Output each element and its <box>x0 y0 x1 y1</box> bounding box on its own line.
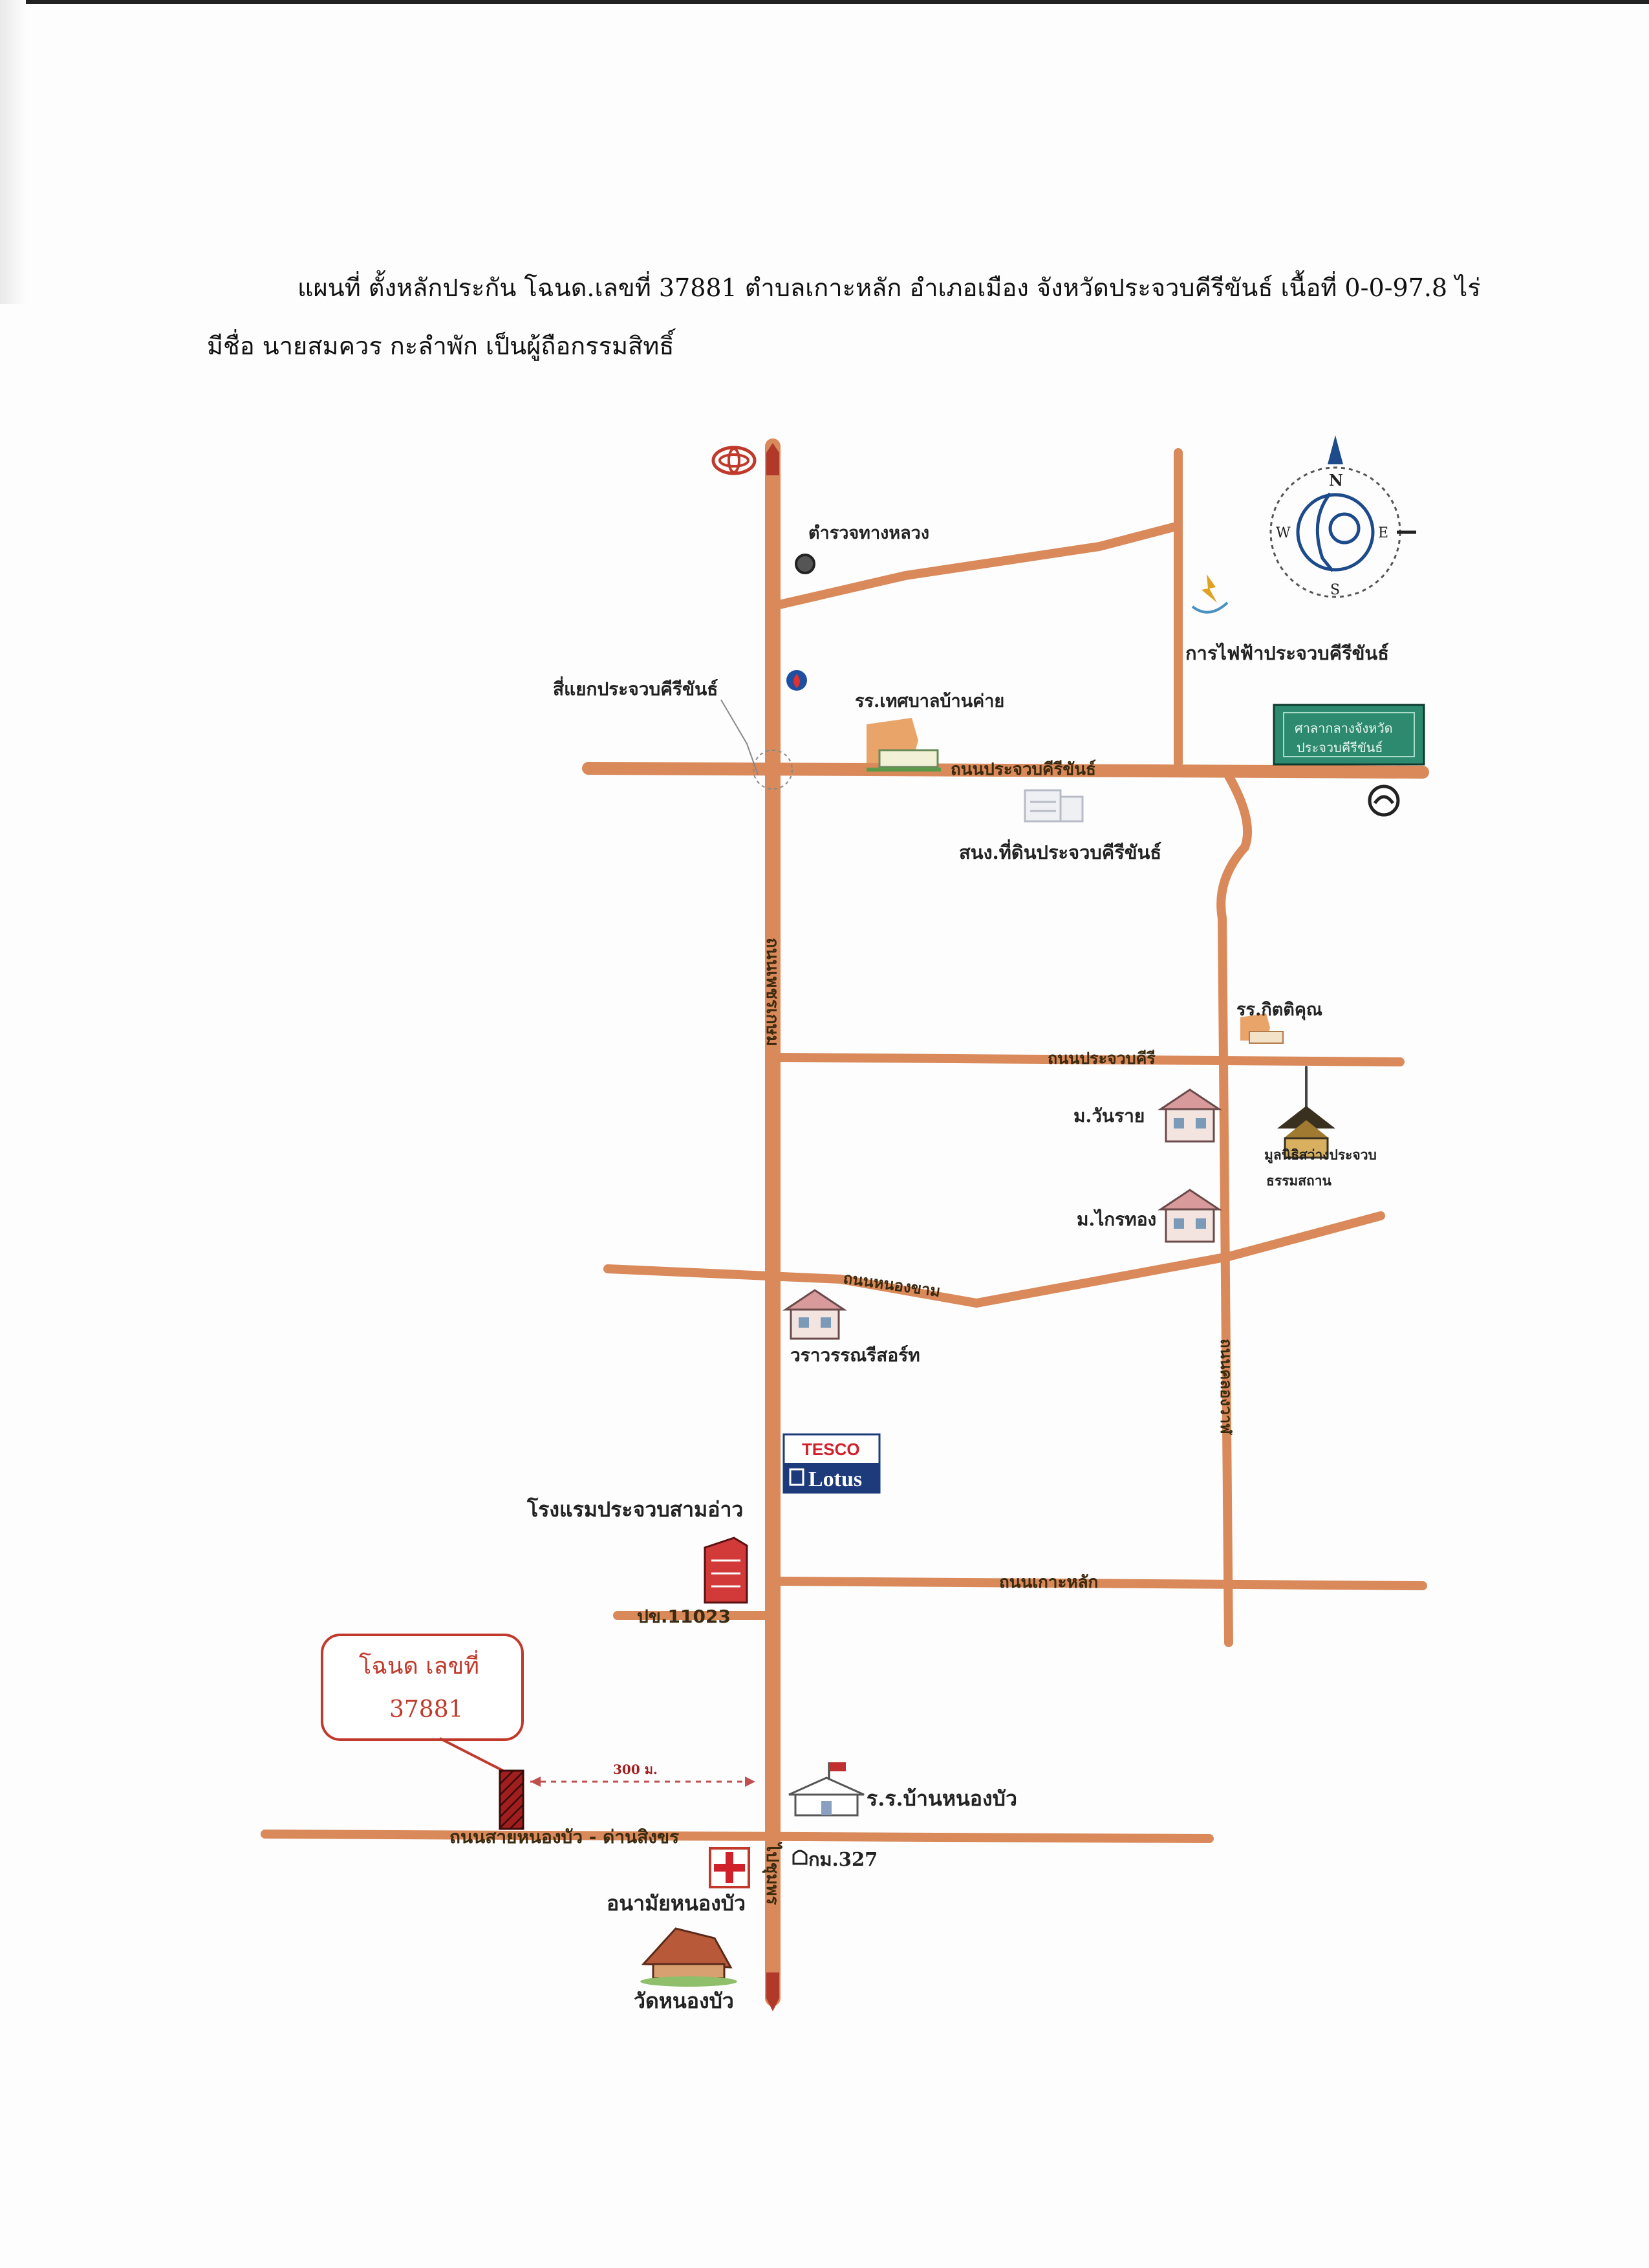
deed-callout: โฉนด เลขที่ 37881 <box>321 1634 524 1772</box>
foundation-temple-icon <box>1277 1106 1335 1159</box>
road-label-to-south: ไปชุมพร <box>762 1841 783 1905</box>
road-label-prachuap-khiri: ถนนประจวบคีรี <box>1048 1049 1156 1068</box>
foundation-label-line1: มูลนิธิสว่างประจวบ <box>1264 1147 1377 1164</box>
village-wanrai-icon <box>1158 1088 1222 1143</box>
km-marker-icon <box>792 1850 808 1865</box>
health-center-icon <box>709 1847 750 1888</box>
provincial-hall-line2: ประจวบคีรีขันธ์ <box>1297 740 1383 755</box>
road-network <box>261 438 1429 2006</box>
road-nongbua-dansingkhon <box>261 1830 1214 1843</box>
lotus-text: Lotus <box>808 1467 862 1491</box>
road-sign-icon <box>1368 784 1400 817</box>
property-plot-marker <box>499 1769 524 1830</box>
hotel-label: โรงแรมประจวบสามอ่าว <box>526 1497 743 1522</box>
health-center-label: อนามัยหนองบัว <box>607 1891 746 1916</box>
arrow-south <box>766 1972 779 2011</box>
compass-e: E <box>1378 525 1388 541</box>
hotel-building-icon <box>704 1537 748 1604</box>
road-label-nongbua-dansingkhon: ถนนสายหนองบัว - ด่านสิงขร <box>449 1826 679 1848</box>
nongbua-school-icon <box>788 1762 865 1817</box>
heading-line-1: แผนที่ ตั้งหลักประกัน โฉนด.เลขที่ 37881 … <box>297 274 1481 302</box>
compass-s: S <box>1330 582 1340 598</box>
toyota-logo-icon <box>711 446 757 475</box>
village-kraithong-icon <box>1158 1189 1222 1243</box>
nongbua-school-label: ร.ร.บ้านหนองบัว <box>867 1786 1017 1811</box>
road-prachuap-khiri <box>775 1053 1405 1066</box>
road-ko-lak <box>775 1577 1427 1590</box>
tesco-lotus-logo: TESCO Lotus <box>782 1433 881 1494</box>
police-label: ตำรวจทางหลวง <box>808 523 929 543</box>
compass-w: W <box>1276 525 1291 541</box>
road-nong-kham <box>603 1211 1385 1308</box>
road-label-ko-lak: ถนนเกาะหลัก <box>999 1573 1098 1592</box>
heading-line-2: มีชื่อ นายสมควร กะลำพัก เป็นผู้ถือกรรมสิ… <box>207 332 674 360</box>
callout-line2: 37881 <box>389 1696 464 1723</box>
road-label-11023: ปข.11023 <box>637 1606 731 1627</box>
land-office-label: สนง.ที่ดินประจวบคีรีขันธ์ <box>959 839 1161 863</box>
resort-icon <box>782 1289 847 1340</box>
provincial-hall-line1: ศาลากลางจังหวัด <box>1295 720 1393 736</box>
callout-line1: โฉนด เลขที่ <box>359 1650 479 1679</box>
intersection-label: สี่แยกประจวบคีรีขันธ์ <box>553 676 718 700</box>
kittikun-school-icon <box>1240 1013 1284 1044</box>
land-office-icon <box>1024 789 1084 823</box>
gas-station-icon <box>786 670 807 691</box>
electricity-label: การไฟฟ้าประจวบคีรีขันธ์ <box>1185 642 1389 664</box>
tesco-text: TESCO <box>802 1440 860 1459</box>
arrow-north <box>766 443 779 475</box>
road-east-curve <box>1216 772 1253 1647</box>
road-label-phetkasem: ถนนเพชรเกษม <box>762 938 782 1046</box>
temple-label: วัดหนองบัว <box>634 1989 734 2013</box>
foundation-label-line2: ธรรมสถาน <box>1266 1172 1332 1189</box>
school-icon <box>867 718 941 772</box>
distance-indicator: 300 ม. <box>530 1762 755 1787</box>
electricity-icon <box>1191 574 1229 614</box>
compass-n: N <box>1329 471 1343 490</box>
intersection-marker <box>753 750 793 790</box>
road-label-east: ถนนคลองวาฬ <box>1217 1339 1235 1435</box>
municipal-school-label: รร.เทศบาลบ้านค่าย <box>855 691 1004 711</box>
scan-corner-shadow <box>0 0 26 304</box>
road-police-branch <box>775 523 1178 609</box>
kittikun-school-label: รร.กิตติคุณ <box>1236 1000 1322 1021</box>
road-prachuap <box>582 762 1429 779</box>
temple-icon <box>640 1927 737 1987</box>
provincial-hall-sign: ศาลากลางจังหวัด ประจวบคีรีขันธ์ <box>1273 704 1425 766</box>
police-icon <box>795 554 815 574</box>
scan-top-edge <box>0 0 1649 4</box>
village-kraithong-label: ม.ไกรทอง <box>1077 1209 1156 1230</box>
distance-label: 300 ม. <box>613 1762 658 1777</box>
document-heading: แผนที่ ตั้งหลักประกัน โฉนด.เลขที่ 37881 … <box>207 259 1481 375</box>
compass-rose-icon: N S E W <box>1269 435 1416 598</box>
km-label: กม.327 <box>808 1848 878 1870</box>
road-label-nong-kham: ถนนหนองขาม <box>842 1269 942 1301</box>
resort-label: วราวรรณรีสอร์ท <box>790 1345 920 1366</box>
road-label-prachuap: ถนนประจวบคีรีขันธ์ <box>951 759 1096 779</box>
village-wanrai-label: ม.วันราย <box>1073 1105 1145 1127</box>
